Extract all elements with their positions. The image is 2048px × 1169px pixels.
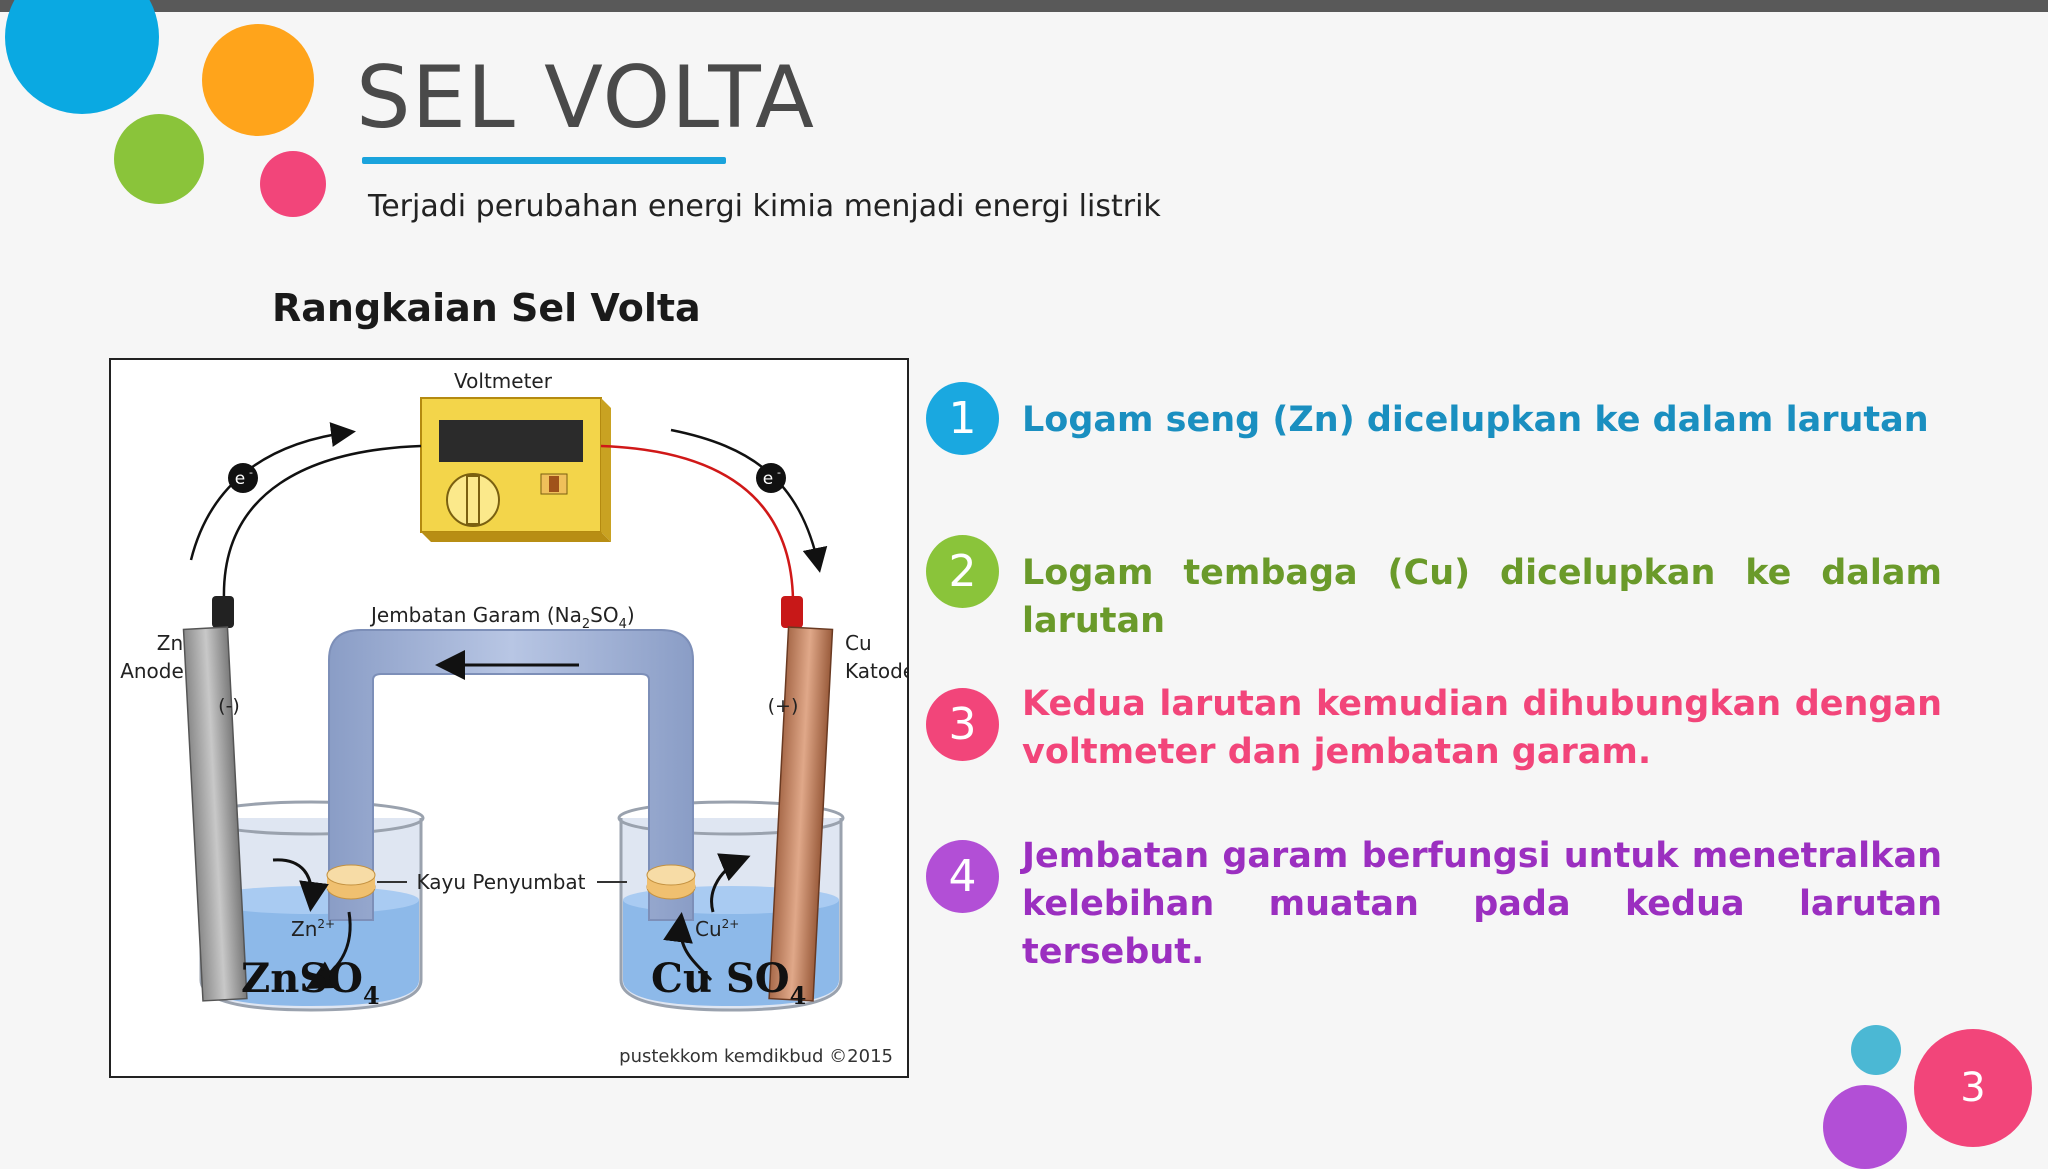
voltaic-cell-figure: Voltmeter e - e -: [109, 358, 909, 1078]
salt-bridge-label: Jembatan Garam (Na2SO4): [369, 603, 635, 632]
voltmeter: [420, 397, 611, 542]
decor-circle-purple: [1823, 1085, 1907, 1169]
list-item-2-text: Logam tembaga (Cu) dicelupkan ke dalam l…: [1022, 553, 1942, 641]
number-badge-1: 1: [926, 382, 999, 455]
svg-text:e: e: [235, 469, 245, 489]
cathode-wire: [600, 444, 795, 601]
zinc-electrode: [182, 626, 248, 1002]
cathode-label-2: Katode: [845, 659, 907, 683]
list-item-4-text: Jembatan garam berfungsi untuk menetralk…: [1022, 836, 1942, 972]
anode-label-1: Zn: [157, 631, 183, 655]
svg-text:e: e: [763, 469, 773, 489]
top-bar: [0, 0, 2048, 12]
decor-circle-orange: [202, 24, 314, 136]
decor-circle-green: [114, 114, 204, 204]
number-badge-2: 2: [926, 535, 999, 608]
electron-right: e -: [756, 463, 786, 493]
cu-ion-label: Cu2+: [695, 917, 739, 941]
decor-circle-blue: [5, 0, 159, 114]
number-badge-4: 4: [926, 840, 999, 913]
figure-credit: pustekkom kemdikbud ©2015: [619, 1046, 893, 1067]
left-solution-label: ZnSO4: [241, 955, 380, 1010]
anode-label-2: Anode: [120, 659, 184, 683]
svg-text:-: -: [777, 466, 781, 479]
number-badge-3: 3: [926, 688, 999, 761]
section-heading: Rangkaian Sel Volta: [272, 286, 701, 330]
title-underline: [362, 157, 726, 164]
cathode-sign: (+): [768, 695, 799, 717]
stopper-label: Kayu Penyumbat: [416, 870, 585, 894]
anode-sign: (-): [218, 695, 240, 717]
list-item-1-text: Logam seng (Zn) dicelupkan ke dalam laru…: [1022, 400, 1929, 440]
copper-electrode: [768, 626, 834, 1002]
slide-title: SEL VOLTA: [356, 48, 815, 148]
svg-text:-: -: [249, 466, 253, 479]
right-solution-label: Cu SO4: [651, 955, 806, 1010]
page-number: 3: [1914, 1029, 2032, 1147]
decor-circle-pink: [260, 151, 326, 217]
cathode-label-1: Cu: [845, 631, 872, 655]
zn-ion-label: Zn2+: [291, 917, 335, 941]
slide-subtitle: Terjadi perubahan energi kimia menjadi e…: [368, 189, 1161, 224]
anode-wire: [222, 444, 422, 601]
voltmeter-label: Voltmeter: [454, 369, 553, 393]
decor-circle-teal: [1851, 1025, 1901, 1075]
electron-left: e -: [228, 463, 258, 493]
list-item-3-text: Kedua larutan kemudian dihubungkan denga…: [1022, 684, 1942, 772]
voltaic-cell-diagram: Voltmeter e - e -: [120, 369, 907, 1067]
